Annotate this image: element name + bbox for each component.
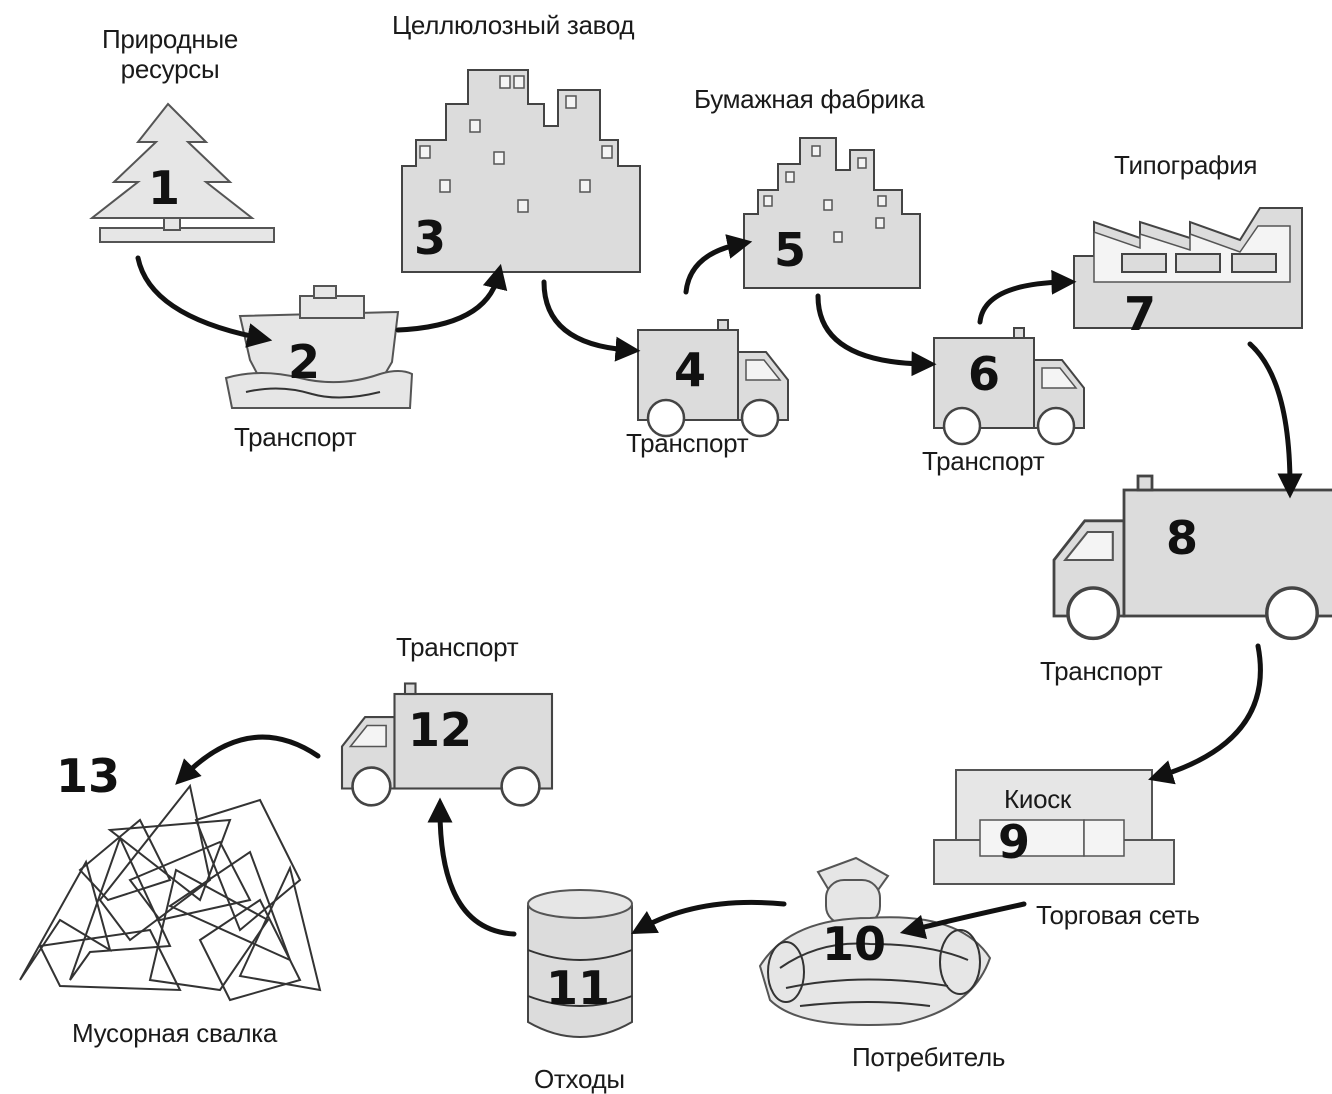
node-number: 3 xyxy=(414,211,446,265)
node-number: 9 xyxy=(998,815,1030,869)
arrow-7-8 xyxy=(1247,341,1303,499)
node-1-label: Природные ресурсы xyxy=(82,24,258,84)
arrow-2-3 xyxy=(395,263,508,333)
node-4-label: Транспорт xyxy=(626,428,749,458)
arrow-10-11 xyxy=(631,899,787,935)
node-12-label: Транспорт xyxy=(396,632,519,662)
node-1-label-line1: Природные xyxy=(102,24,238,54)
node-number: 7 xyxy=(1124,287,1156,341)
node-10-label: Потребитель xyxy=(852,1042,1006,1072)
flow-arrows xyxy=(135,234,1303,940)
truck-icon xyxy=(932,326,1086,446)
node-number: 10 xyxy=(822,917,886,971)
node-3-label: Целлюлозный завод xyxy=(392,10,635,40)
truck-icon xyxy=(636,318,790,438)
printing-house-icon xyxy=(1073,207,1303,329)
kiosk-sign: Киоск xyxy=(1004,784,1072,814)
node-11-label: Отходы xyxy=(534,1064,625,1094)
barrel-icon xyxy=(527,889,633,1038)
arrow-9-10 xyxy=(899,901,1027,940)
node-13-label: Мусорная свалка xyxy=(72,1018,278,1048)
node-number: 4 xyxy=(674,343,706,397)
node-7-label: Типография xyxy=(1114,150,1258,180)
node-2-label: Транспорт xyxy=(234,422,357,452)
node-number: 13 xyxy=(56,749,120,803)
node-8-label: Транспорт xyxy=(1040,656,1163,686)
tree-icon xyxy=(89,102,275,243)
factory-buildings-icon xyxy=(401,69,641,273)
arrow-3-4 xyxy=(541,279,641,362)
node-number: 6 xyxy=(968,347,1000,401)
arrow-5-6 xyxy=(815,293,937,377)
landfill-icon xyxy=(19,783,322,1002)
node-number: 12 xyxy=(408,703,472,757)
ship-icon xyxy=(224,285,414,409)
arrow-1-2 xyxy=(135,255,273,348)
arrow-4-5 xyxy=(683,234,753,295)
arrow-11-12 xyxy=(427,797,517,937)
node-number: 8 xyxy=(1166,511,1198,565)
node-number: 11 xyxy=(546,961,610,1015)
kiosk-icon xyxy=(933,769,1175,885)
factory-buildings-icon xyxy=(743,137,921,289)
node-1-label-line2: ресурсы xyxy=(120,54,220,84)
node-number: 2 xyxy=(288,335,320,389)
node-9-label: Торговая сеть xyxy=(1036,900,1200,930)
arrow-12-13 xyxy=(175,734,321,785)
arrow-6-7 xyxy=(977,269,1077,325)
consumer-newspaper-icon xyxy=(758,856,992,1026)
node-number: 5 xyxy=(774,223,806,277)
node-number: 1 xyxy=(148,161,180,215)
arrow-8-9 xyxy=(1148,643,1263,785)
node-6-label: Транспорт xyxy=(922,446,1045,476)
node-5-label: Бумажная фабрика xyxy=(694,84,925,114)
